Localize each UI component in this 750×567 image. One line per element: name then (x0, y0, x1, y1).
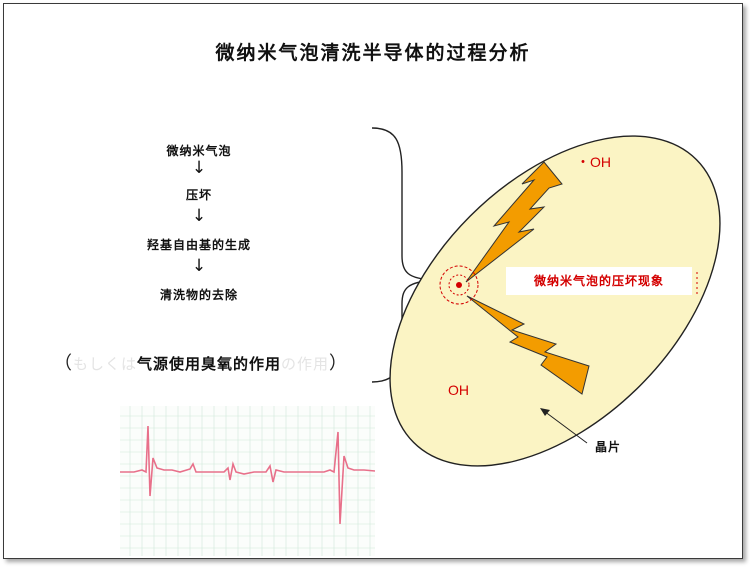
brace-shape (371, 127, 435, 383)
down-arrow-icon: ↓ (191, 256, 207, 276)
caption-text: 气源使用臭氧的作用 (137, 355, 282, 373)
waveform-image (120, 406, 375, 556)
step-microbubble: 微纳米气泡 (166, 144, 232, 158)
wafer-pointer-arrowhead (540, 408, 550, 416)
waveform-trace (120, 425, 375, 525)
hydroxyl-radical-label: ・OH (576, 154, 611, 170)
hydroxyl-label: OH (448, 382, 469, 398)
bubble-inner-ring (448, 274, 470, 296)
step-radical-generation: 羟基自由基的生成 (146, 238, 251, 252)
bubble-outer-ring (439, 265, 479, 305)
page-title: 微纳米气泡清洗半导体的过程分析 (215, 42, 531, 64)
waveform-grid (120, 406, 375, 556)
down-arrow-icon: ↓ (191, 206, 207, 226)
down-arrow-icon: ↓ (191, 158, 207, 178)
ghost-suffix-text: の作用 (281, 355, 330, 373)
collapse-phenomenon-label: 微纳米气泡的压坏现象 (506, 267, 692, 295)
ozone-caption: （もしくは气源使用臭氧的作用の作用） (54, 349, 348, 375)
wafer-ellipse (389, 135, 721, 467)
wafer-pointer-line (543, 410, 588, 444)
upper-lightning-bolt (465, 161, 563, 283)
wafer-label: 晶片 (595, 440, 622, 454)
slide: 微纳米气泡清洗半导体的过程分析 微纳米气泡 ↓ 压坏 ↓ 羟基自由基的生成 ↓ … (3, 3, 743, 559)
step-collapse: 压坏 (185, 188, 212, 202)
bubble-core (456, 282, 462, 288)
close-paren: ） (329, 353, 349, 374)
waveform-background (120, 406, 375, 556)
lower-lightning-bolt (466, 295, 590, 395)
ghost-prefix-text: もしくは (73, 355, 138, 373)
step-contaminant-removal: 清洗物的去除 (159, 288, 238, 302)
open-paren: （ (54, 353, 73, 374)
